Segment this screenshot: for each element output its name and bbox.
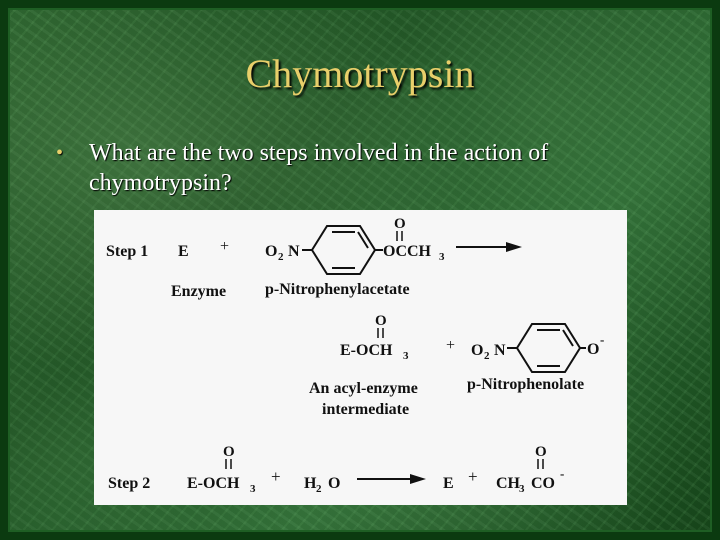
acetate-ch: CH: [496, 475, 521, 492]
product-o2-subscript: 2: [484, 350, 490, 362]
bullet-marker: •: [56, 142, 64, 164]
acetate-carbonyl-o: O: [535, 444, 547, 460]
acyl-name-line-1: An acyl-enzyme: [309, 380, 418, 397]
water-subscript: 2: [316, 483, 322, 495]
acetate-subscript: 3: [519, 483, 525, 495]
bullet-item: • What are the two steps involved in the…: [56, 138, 656, 198]
acyl-name-line-2: intermediate: [322, 401, 409, 418]
bullet-line-1: What are the two steps involved in the a…: [89, 140, 549, 166]
step1-label: Step 1: [106, 243, 148, 260]
slide-title: Chymotrypsin: [245, 51, 475, 96]
benzene-ring-2: [515, 323, 582, 373]
plus-sign-1: +: [220, 238, 229, 255]
substrate-o: O: [265, 243, 277, 260]
water-o: O: [328, 475, 340, 492]
step2-carbonyl-o: O: [223, 444, 235, 460]
reaction-scheme-panel: Step 1 E + O 2 N O OCCH 3: [94, 210, 627, 505]
step2-acyl-enzyme: E-OCH: [187, 475, 240, 492]
reaction-arrow-1: [456, 242, 522, 252]
step2-label: Step 2: [108, 475, 150, 492]
phenolate-charge: -: [600, 332, 604, 347]
reaction-scheme-diagram: Step 1 E + O 2 N O OCCH 3: [106, 216, 604, 495]
acyl-enzyme-subscript: 3: [403, 350, 409, 362]
phenolate-oxygen: O: [587, 341, 599, 358]
substrate-name: p-Nitrophenylacetate: [265, 281, 410, 298]
reaction-arrow-2: [357, 474, 426, 484]
plus-sign-3: +: [271, 467, 281, 486]
product-name: p-Nitrophenolate: [467, 376, 584, 393]
enzyme-name: Enzyme: [171, 283, 226, 300]
enzyme-symbol: E: [178, 243, 189, 260]
ester-subscript: 3: [439, 251, 445, 263]
product-n: N: [494, 342, 506, 359]
step2-enzyme: E: [443, 475, 454, 492]
bullet-line-2: chymotrypsin?: [89, 170, 232, 196]
water-h: H: [304, 475, 317, 492]
plus-sign-4: +: [468, 467, 478, 486]
product-o: O: [471, 342, 483, 359]
ester-group: OCCH: [383, 243, 432, 260]
acyl-carbonyl-o: O: [375, 313, 387, 329]
acetate-co: CO: [531, 475, 555, 492]
step2-acyl-subscript: 3: [250, 483, 256, 495]
ester-carbonyl-o: O: [394, 216, 406, 232]
substrate-n: N: [288, 243, 300, 260]
acyl-enzyme-formula: E-OCH: [340, 342, 393, 359]
acetate-charge: -: [560, 466, 564, 481]
substrate-o2-subscript: 2: [278, 251, 284, 263]
plus-sign-2: +: [446, 337, 455, 354]
benzene-ring-1: [310, 225, 377, 275]
